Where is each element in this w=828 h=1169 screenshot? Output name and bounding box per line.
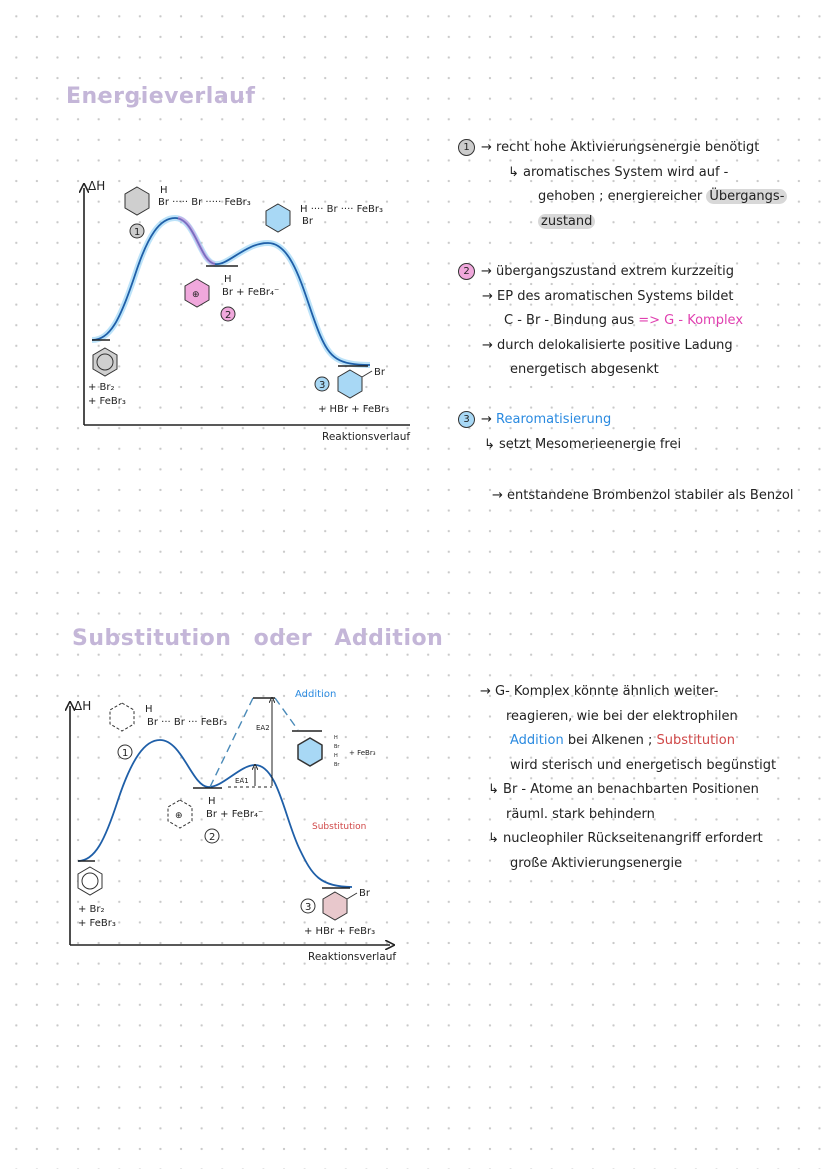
ts1-ring-icon	[124, 186, 150, 216]
svg-text:3: 3	[305, 902, 311, 913]
ea2-label: EA2	[256, 724, 270, 732]
svg-text:H: H	[334, 735, 338, 741]
marker-3: 3	[319, 380, 325, 391]
svg-text:Br: Br	[334, 762, 340, 768]
ts2-ring-icon	[265, 203, 291, 233]
start-reagent-2: + FeBr₃	[88, 396, 126, 407]
addition-label: Addition	[295, 689, 336, 700]
svg-text:1: 1	[122, 748, 128, 759]
x-axis-label: Reaktionsverlauf	[308, 951, 396, 963]
svg-text:2: 2	[209, 832, 215, 843]
x-axis-label: Reaktionsverlauf	[322, 431, 410, 443]
note-2: 2→ übergangszustand extrem kurzzeitig → …	[458, 260, 743, 383]
svg-text:⊕: ⊕	[192, 290, 200, 300]
addition-path	[209, 697, 299, 788]
svg-text:⊕: ⊕	[175, 811, 183, 821]
marker-1: 1	[134, 227, 140, 238]
svg-text:+ HBr + FeBr₃: + HBr + FeBr₃	[304, 926, 375, 937]
svg-text:+ FeBr₃: + FeBr₃	[78, 918, 116, 929]
note-3: 3→ Rearomatisierung ↳ setzt Mesomerieene…	[458, 408, 681, 457]
section-title-energieverlauf: Energieverlauf	[66, 84, 256, 109]
energy-curve	[91, 217, 371, 366]
svg-text:Br: Br	[374, 367, 386, 378]
sigma-complex-icon	[167, 799, 193, 829]
curve-highlight	[177, 216, 216, 266]
svg-text:Br + FeBr₄⁻: Br + FeBr₄⁻	[206, 809, 263, 820]
marker-2: 2	[225, 310, 231, 321]
intermediate-formula: Br + FeBr₄⁻	[222, 287, 279, 298]
svg-text:Br: Br	[334, 744, 340, 750]
energy-curve	[77, 739, 353, 888]
note-4: → entstandene Brombenzol stabiler als Be…	[492, 488, 794, 503]
ea1-label: EA1	[235, 777, 249, 785]
note-1: 1→ recht hohe Aktivierungsenergie benöti…	[458, 136, 788, 234]
svg-text:Br: Br	[302, 216, 314, 227]
note-substitution-addition: → G- Komplex könnte ähnlich weiter- reag…	[480, 684, 777, 871]
y-axis-label: ΔH	[88, 179, 105, 193]
svg-text:Br ··· Br ··· FeBr₃: Br ··· Br ··· FeBr₃	[147, 717, 227, 728]
diagram-1: ΔH Reaktionsverlauf + Br₂ + FeBr₃ H Br ·…	[84, 179, 410, 443]
svg-text:+ FeBr₃: + FeBr₃	[349, 749, 376, 757]
product-formula: + HBr + FeBr₃	[318, 404, 389, 415]
bromobenzene-icon	[322, 891, 348, 921]
ts1-formula: Br ····· Br ····· FeBr₃	[158, 197, 251, 208]
benzene-icon	[92, 347, 118, 377]
svg-text:H: H	[145, 704, 153, 715]
bromobenzene-icon	[337, 369, 363, 399]
y-axis-label: ΔH	[74, 699, 91, 713]
addition-product-icon	[297, 737, 323, 767]
svg-text:H: H	[208, 796, 216, 807]
diagram-2: ΔH Reaktionsverlauf EA2 EA1 Addition Sub…	[70, 689, 396, 963]
svg-text:H: H	[160, 185, 168, 196]
ts1-ring-icon	[109, 702, 135, 732]
start-reagent-1: + Br₂	[88, 382, 115, 393]
ts2-formula: H ···· Br ···· FeBr₃	[300, 204, 383, 215]
section-title-substitution-addition: Substitution oder Addition	[72, 626, 444, 651]
substitution-label: Substitution	[312, 822, 366, 832]
sigma-complex-icon	[184, 278, 210, 308]
svg-text:H: H	[334, 753, 338, 759]
benzene-icon	[77, 866, 103, 896]
svg-text:+ Br₂: + Br₂	[78, 904, 105, 915]
svg-text:Br: Br	[359, 888, 371, 899]
svg-text:H: H	[224, 274, 232, 285]
